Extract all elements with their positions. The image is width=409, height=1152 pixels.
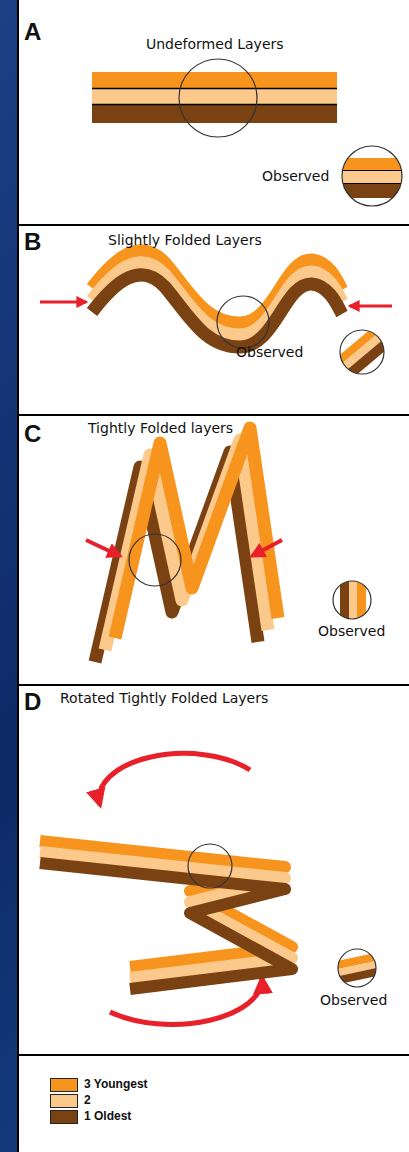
panel-letter: C xyxy=(24,420,41,449)
legend-text: 3 Youngest xyxy=(84,1077,148,1091)
legend-swatch xyxy=(50,1110,78,1124)
panel-letter: B xyxy=(24,228,41,257)
panel-title: Slightly Folded Layers xyxy=(108,232,262,249)
observed-label: Observed xyxy=(320,992,387,1009)
panel-title: Undeformed Layers xyxy=(146,36,284,53)
legend-text: 1 Oldest xyxy=(84,1109,131,1123)
observed-label: Observed xyxy=(318,623,385,640)
panel-title: Tightly Folded layers xyxy=(88,420,233,437)
panel-letter: D xyxy=(24,688,41,717)
panel-title: Rotated Tightly Folded Layers xyxy=(60,690,268,707)
legend-swatch xyxy=(50,1078,78,1092)
observed-label: Observed xyxy=(262,168,329,185)
legend-text: 2 xyxy=(84,1093,91,1107)
legend-swatch xyxy=(50,1094,78,1108)
panel-letter: A xyxy=(24,18,41,47)
observed-label: Observed xyxy=(236,344,303,361)
